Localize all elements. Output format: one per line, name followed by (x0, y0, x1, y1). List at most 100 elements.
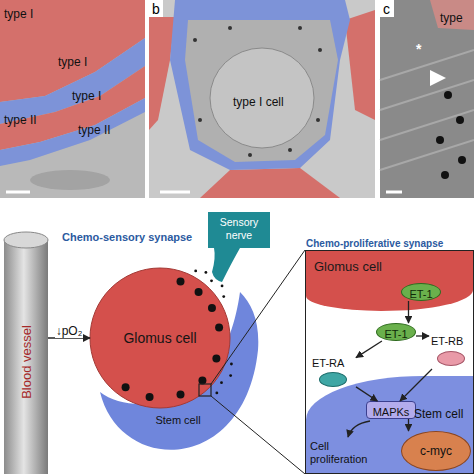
micrograph-a (0, 0, 145, 198)
glomus-cell: Glomus cell (90, 268, 230, 408)
node-text-holder: ET-RB (431, 331, 463, 349)
receptor-shape (319, 372, 347, 387)
figure-label: type I cell (233, 95, 284, 109)
node-text-holder: c-myc (402, 432, 470, 470)
node-text: Glomus cell (123, 330, 196, 346)
vesicle-dot (208, 304, 216, 312)
micrograph-c (380, 0, 474, 198)
vesicle-dot (215, 324, 223, 332)
vesicle-dot (198, 376, 206, 384)
connector-arrow (356, 341, 382, 358)
type-i-cell-area (200, 168, 340, 198)
figure-label-holder: Cell proliferation (310, 440, 380, 467)
vesicle-dot (146, 393, 154, 401)
scale-bar (386, 191, 402, 194)
nucleus: c-myc (401, 431, 471, 471)
kinase-box: MAPKs (366, 401, 416, 419)
blood-vessel: Blood vessel (4, 250, 48, 474)
connector-arrow (416, 335, 429, 336)
glomus-cell-body (90, 268, 230, 408)
node-text-holder: Glomus cell (90, 329, 230, 347)
dense-core-vesicles (193, 26, 322, 157)
type-i-cell-area (345, 10, 375, 120)
transmitter-dot (204, 271, 207, 274)
figure-label-holder: type II (78, 120, 111, 138)
figure-label: b (152, 1, 160, 17)
transmitter-dot (229, 374, 232, 377)
node-text: c-myc (420, 432, 452, 470)
connector-arrow (356, 387, 377, 401)
vesicle-dot (122, 383, 130, 391)
node-text: ET-1 (409, 286, 432, 302)
node-text: Glomus cell (314, 259, 382, 274)
figure-label-holder: type I cell (233, 92, 284, 110)
vesicle-dot (212, 355, 220, 363)
zoom-frame (199, 384, 211, 396)
arrowhead-marker (430, 70, 446, 86)
node-text: Stem cell (155, 414, 200, 426)
connector-arrow (408, 419, 409, 431)
node-text-holder: ET-1 (402, 284, 440, 302)
node-text: ET-1 (384, 326, 407, 342)
figure-label-holder: type II (4, 110, 37, 128)
node-text-holder: ET-1 (377, 324, 415, 342)
figure-label-holder: Chemo-sensory synapse (62, 227, 192, 245)
micrograph-b (149, 0, 375, 198)
transmitter-dot (210, 279, 213, 282)
cell-nucleus (210, 48, 314, 148)
node-text-holder: ET-RA (312, 353, 344, 371)
figure-label: c (383, 1, 390, 17)
transmitter-dot (215, 391, 218, 394)
membrane-stripes (380, 50, 474, 170)
connector-arrow (408, 301, 409, 323)
figure-label-holder: type (440, 8, 463, 26)
ligand-oval: ET-1 (401, 283, 441, 301)
type-i-cell-area (149, 17, 175, 130)
letter-ground (149, 0, 163, 17)
node-text-holder: Stem cell (145, 410, 211, 428)
cell-body (185, 20, 338, 162)
transmitter-dot (194, 269, 197, 272)
scale-bar (160, 191, 190, 194)
figure-label-holder: c (383, 0, 390, 18)
sensory-nerve: Sensory nerve (208, 212, 270, 248)
edge-label-holder: ↓pO₂ (55, 321, 84, 339)
receptor: ET-RB (429, 331, 473, 369)
ligand-oval: ET-1 (376, 323, 416, 341)
node-text-holder: Blood vessel (17, 325, 35, 399)
type-i-cell-area (430, 0, 474, 30)
figure-label: Chemo-sensory synapse (62, 231, 192, 243)
scale-bar (6, 191, 30, 194)
node-text-holder: Chemo-proliferative synapse (306, 233, 443, 251)
edge-group (48, 301, 432, 431)
transmitter-dot (221, 285, 224, 288)
figure-label-holder: type I (72, 86, 101, 104)
node-text: Sensory nerve (210, 216, 268, 242)
transmitter-dot (230, 363, 233, 366)
vessel-opening (4, 232, 48, 248)
stem-cell: Stem cell (145, 409, 211, 426)
figure-label: type I (58, 55, 87, 69)
proliferation-arrow (348, 421, 370, 437)
figure-label: * (416, 41, 421, 57)
synapse-panel: Chemo-proliferative synapseGlomus cellET… (305, 250, 474, 474)
type-ii-cell-area (170, 0, 350, 170)
figure-label: type II (78, 123, 111, 137)
vesicle-group (122, 269, 233, 401)
letter-ground (380, 0, 394, 17)
zoom-line (211, 250, 305, 384)
node-text-holder: MAPKs (367, 402, 415, 420)
figure-label-holder: type I (4, 4, 33, 22)
type-ii-cell-area (0, 98, 145, 166)
transmitter-dot (220, 381, 223, 384)
transmitter-dot (222, 295, 225, 298)
figure-label-holder: type I (58, 52, 87, 70)
edge-label: ↓pO₂ (55, 324, 84, 338)
node-text-holder: Glomus cell (314, 257, 382, 275)
vesicle-dot (195, 288, 203, 296)
zoom-line (211, 396, 305, 474)
vesicle-dot (177, 278, 185, 286)
node-text: Chemo-proliferative synapse (306, 238, 443, 249)
